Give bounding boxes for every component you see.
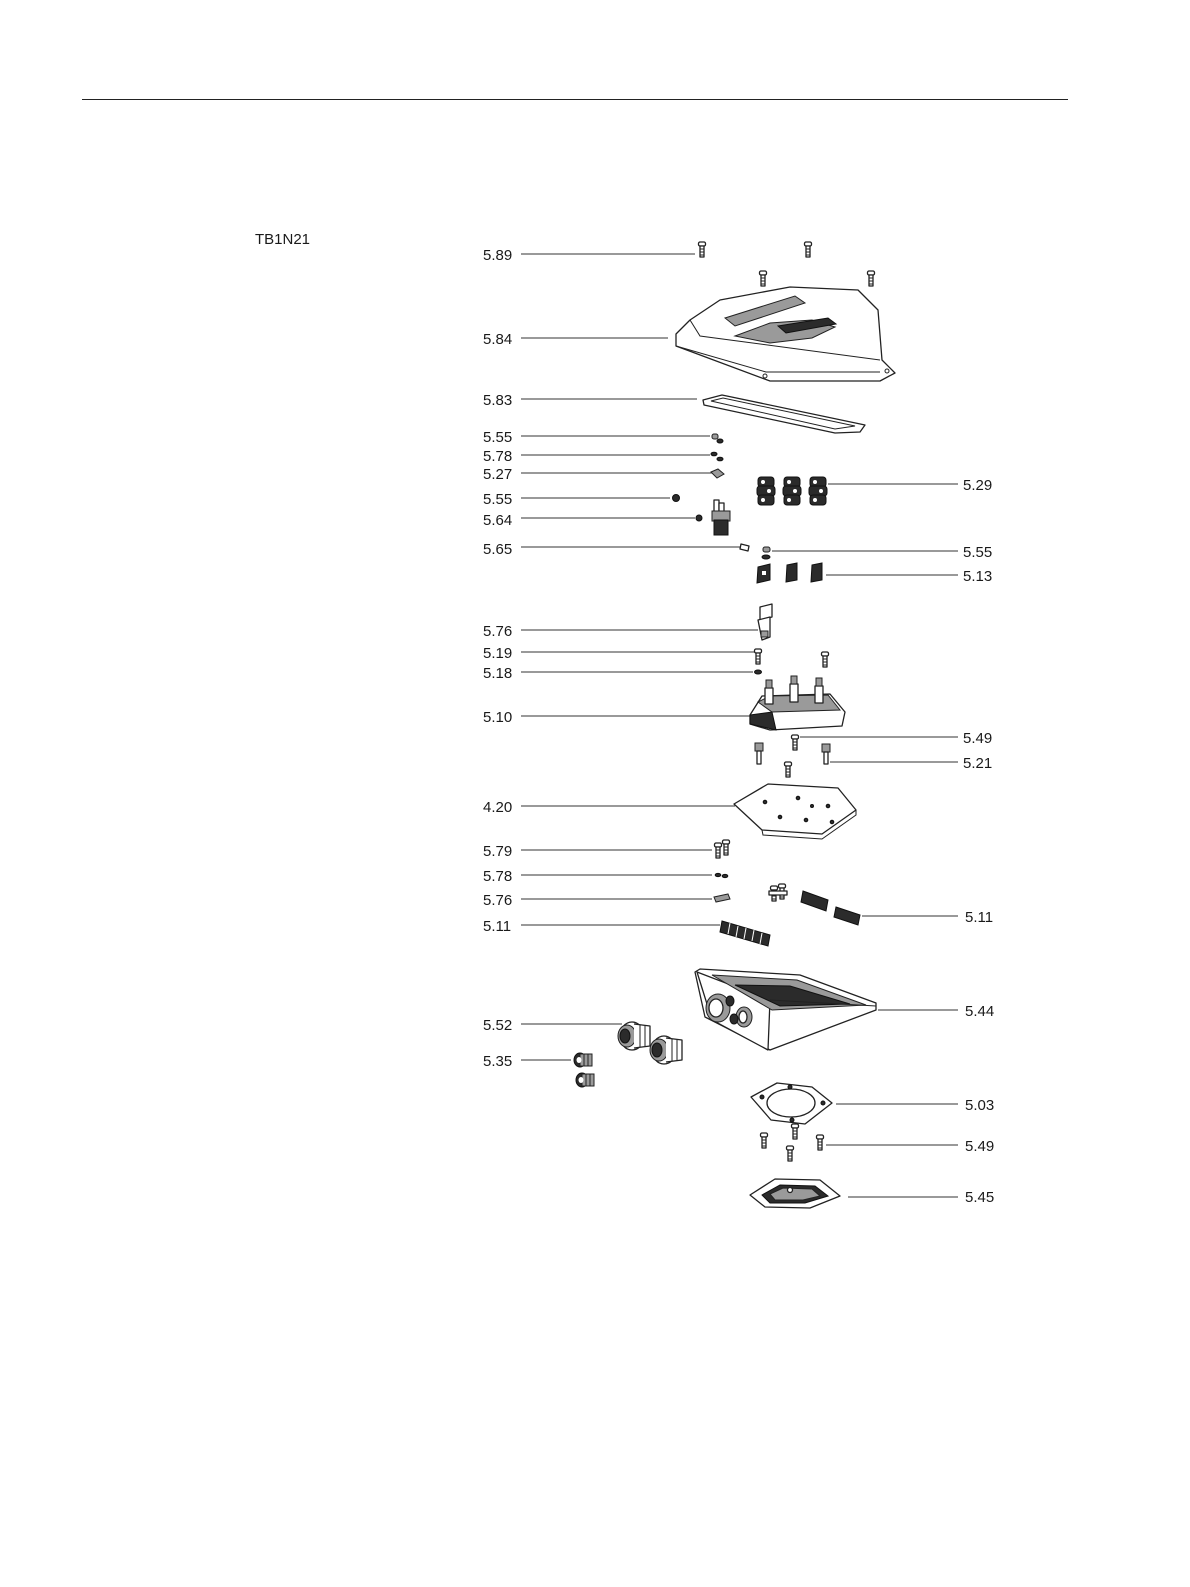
part-5-84-cover <box>676 287 895 381</box>
part-5-44-housing <box>695 969 876 1050</box>
part-5-35-cable-glands <box>574 1053 594 1087</box>
part-5-10-terminal-block <box>750 676 845 730</box>
callout-5-10: 5.10 <box>483 709 512 726</box>
part-5-19-screws <box>755 649 829 674</box>
callout-5-11-right: 5.11 <box>965 909 993 926</box>
part-5-76-lug <box>758 604 772 640</box>
callout-5-89: 5.89 <box>483 247 512 264</box>
callout-5-76-b: 5.76 <box>483 892 512 909</box>
callout-5-83: 5.83 <box>483 392 512 409</box>
callout-5-13: 5.13 <box>963 568 992 585</box>
callout-5-44: 5.44 <box>965 1003 994 1020</box>
part-5-11-terminal-strips <box>720 891 860 946</box>
callout-5-78-b: 5.78 <box>483 868 512 885</box>
callout-5-76-a: 5.76 <box>483 623 512 640</box>
callout-5-11-a: 5.11 <box>483 918 511 935</box>
callout-5-19: 5.19 <box>483 645 512 662</box>
part-5-52-cable-glands <box>618 1022 682 1064</box>
part-small-hardware-upper <box>673 434 750 551</box>
callout-4-20: 4.20 <box>483 799 512 816</box>
callout-5-03: 5.03 <box>965 1097 994 1114</box>
part-5-29-terminals <box>757 477 827 505</box>
callout-5-52: 5.52 <box>483 1017 512 1034</box>
callout-5-45: 5.45 <box>965 1189 994 1206</box>
callout-5-79: 5.79 <box>483 843 512 860</box>
part-5-49-lower-screws <box>761 1124 824 1161</box>
callout-5-27: 5.27 <box>483 466 512 483</box>
callout-5-55-b: 5.55 <box>483 491 512 508</box>
part-5-89-screws <box>699 242 875 286</box>
callout-5-35: 5.35 <box>483 1053 512 1070</box>
callout-5-49-a: 5.49 <box>963 730 992 747</box>
part-5-45-base <box>750 1179 840 1208</box>
part-4-20-plate <box>734 784 856 839</box>
callout-5-78-a: 5.78 <box>483 448 512 465</box>
callout-5-84: 5.84 <box>483 331 512 348</box>
callout-5-29: 5.29 <box>963 477 992 494</box>
callout-5-55-a: 5.55 <box>483 429 512 446</box>
part-5-03-gasket <box>751 1083 832 1124</box>
part-small-hardware-lower <box>714 840 787 902</box>
callouts-left: 5.89 5.84 5.83 5.55 5.78 5.27 5.55 5.64 … <box>483 247 758 1070</box>
callout-5-18: 5.18 <box>483 665 512 682</box>
part-5-55-nut-and-5-13-clips <box>757 547 822 583</box>
callout-5-21: 5.21 <box>963 755 992 772</box>
callout-5-49-b: 5.49 <box>965 1138 994 1155</box>
callout-5-64: 5.64 <box>483 512 512 529</box>
callout-5-65: 5.65 <box>483 541 512 558</box>
callout-5-55-right: 5.55 <box>963 544 992 561</box>
part-5-83-gasket <box>703 395 865 433</box>
part-5-49-5-21-standoffs <box>755 735 830 777</box>
